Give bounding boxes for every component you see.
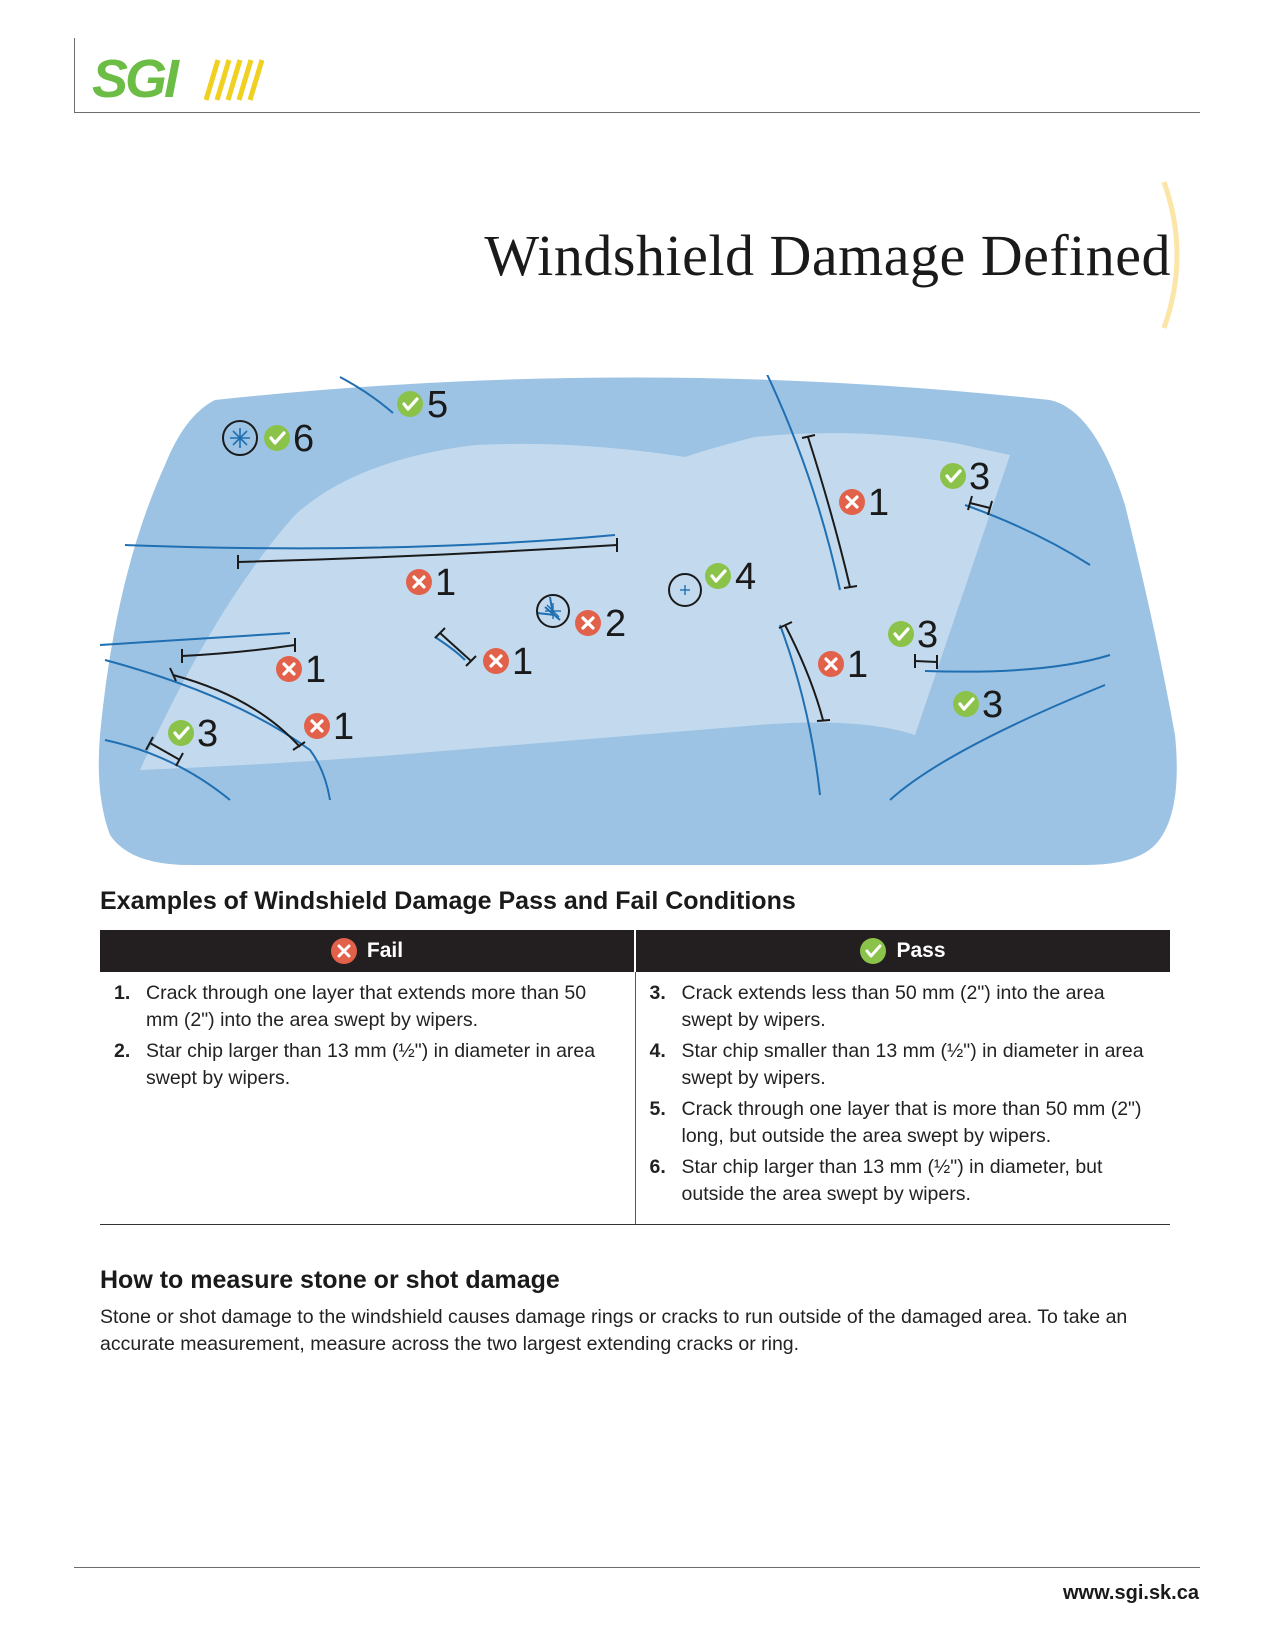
item-number: 3. bbox=[649, 982, 666, 1004]
item-number: 5. bbox=[649, 1098, 666, 1120]
list-item: 2. Star chip larger than 13 mm (½") in d… bbox=[114, 1038, 621, 1092]
item-text: Star chip larger than 13 mm (½") in diam… bbox=[146, 1040, 596, 1089]
label-3-bottom-left: 3 bbox=[197, 713, 218, 755]
item-number: 2. bbox=[114, 1040, 131, 1062]
fail-x-icon bbox=[481, 646, 511, 676]
windshield-diagram: 6 5 3 1 1 4 2 3 1 1 1 3 3 1 bbox=[98, 375, 1177, 865]
header-horizontal-rule bbox=[74, 112, 1200, 113]
label-1-center: 1 bbox=[512, 641, 533, 683]
pass-check-icon bbox=[166, 718, 196, 748]
pass-check-icon bbox=[703, 561, 733, 591]
footer-website-link[interactable]: www.sgi.sk.ca bbox=[1063, 1582, 1199, 1604]
label-6: 6 bbox=[293, 418, 314, 460]
pass-column-header: Pass bbox=[634, 930, 1170, 972]
pass-check-icon bbox=[938, 461, 968, 491]
item-number: 6. bbox=[649, 1156, 666, 1178]
check-circle-icon bbox=[860, 938, 887, 964]
item-text: Star chip smaller than 13 mm (½") in dia… bbox=[681, 1040, 1144, 1089]
pass-check-icon bbox=[951, 689, 981, 719]
pass-check-icon bbox=[886, 619, 916, 649]
label-1-left-upper: 1 bbox=[305, 649, 326, 691]
label-3-mid-right: 3 bbox=[917, 614, 938, 656]
footer-rule bbox=[74, 1567, 1200, 1568]
label-2: 2 bbox=[605, 603, 626, 645]
fail-column-header: Fail bbox=[100, 930, 634, 972]
pass-fail-table: Fail Pass 1. Crack through one layer tha… bbox=[100, 930, 1170, 1225]
page-title: Windshield Damage Defined bbox=[484, 223, 1171, 288]
measure-paragraph: Stone or shot damage to the windshield c… bbox=[100, 1306, 1128, 1355]
label-4: 4 bbox=[735, 556, 756, 598]
fail-header-label: Fail bbox=[366, 939, 404, 962]
item-text: Star chip larger than 13 mm (½") in diam… bbox=[681, 1156, 1103, 1205]
item-number: 1. bbox=[114, 982, 131, 1004]
pass-check-icon bbox=[395, 389, 425, 419]
label-3-low-right: 3 bbox=[982, 684, 1003, 726]
item-text: Crack extends less than 50 mm (2") into … bbox=[681, 982, 1105, 1031]
star-chip-2 bbox=[536, 594, 570, 628]
table-header: Fail Pass bbox=[100, 930, 1170, 972]
list-item: 1. Crack through one layer that extends … bbox=[114, 980, 621, 1034]
list-item: 5. Crack through one layer that is more … bbox=[650, 1096, 1157, 1150]
fail-x-icon bbox=[837, 487, 867, 517]
label-1-right-lower: 1 bbox=[847, 644, 868, 686]
fail-x-icon bbox=[573, 608, 603, 638]
label-5: 5 bbox=[427, 384, 448, 426]
fail-x-icon bbox=[404, 567, 434, 597]
label-1-left-lower: 1 bbox=[333, 706, 354, 748]
windshield-wiped-area bbox=[140, 433, 1010, 770]
list-item: 3. Crack extends less than 50 mm (2") in… bbox=[650, 980, 1157, 1034]
sgi-logo: SGI bbox=[92, 49, 264, 109]
table-body: 1. Crack through one layer that extends … bbox=[100, 972, 1170, 1225]
item-number: 4. bbox=[649, 1040, 666, 1062]
label-1-vertical-right: 1 bbox=[868, 482, 889, 524]
item-text: Crack through one layer that is more tha… bbox=[681, 1098, 1142, 1147]
label-3-top-right: 3 bbox=[969, 456, 990, 498]
star-chip-6 bbox=[222, 420, 258, 456]
label-1-long-top: 1 bbox=[435, 562, 456, 604]
logo-text: SGI bbox=[92, 49, 179, 109]
fail-x-icon bbox=[274, 654, 304, 684]
pass-check-icon bbox=[262, 423, 292, 453]
list-item: 6. Star chip larger than 13 mm (½") in d… bbox=[650, 1154, 1157, 1208]
pass-header-label: Pass bbox=[896, 939, 946, 962]
list-item: 4. Star chip smaller than 13 mm (½") in … bbox=[650, 1038, 1157, 1092]
fail-x-icon bbox=[816, 649, 846, 679]
section-heading: Examples of Windshield Damage Pass and F… bbox=[100, 887, 796, 915]
measure-heading: How to measure stone or shot damage bbox=[100, 1266, 560, 1294]
header-vertical-rule bbox=[74, 38, 75, 113]
fail-column: 1. Crack through one layer that extends … bbox=[100, 972, 635, 1224]
x-circle-icon bbox=[330, 938, 357, 964]
pass-column: 3. Crack extends less than 50 mm (2") in… bbox=[634, 972, 1171, 1224]
fail-x-icon bbox=[302, 711, 332, 741]
decorative-bracket-icon bbox=[1161, 181, 1180, 329]
star-chip-4 bbox=[668, 573, 702, 607]
logo-stripes-icon bbox=[204, 59, 264, 101]
item-text: Crack through one layer that extends mor… bbox=[146, 982, 587, 1031]
